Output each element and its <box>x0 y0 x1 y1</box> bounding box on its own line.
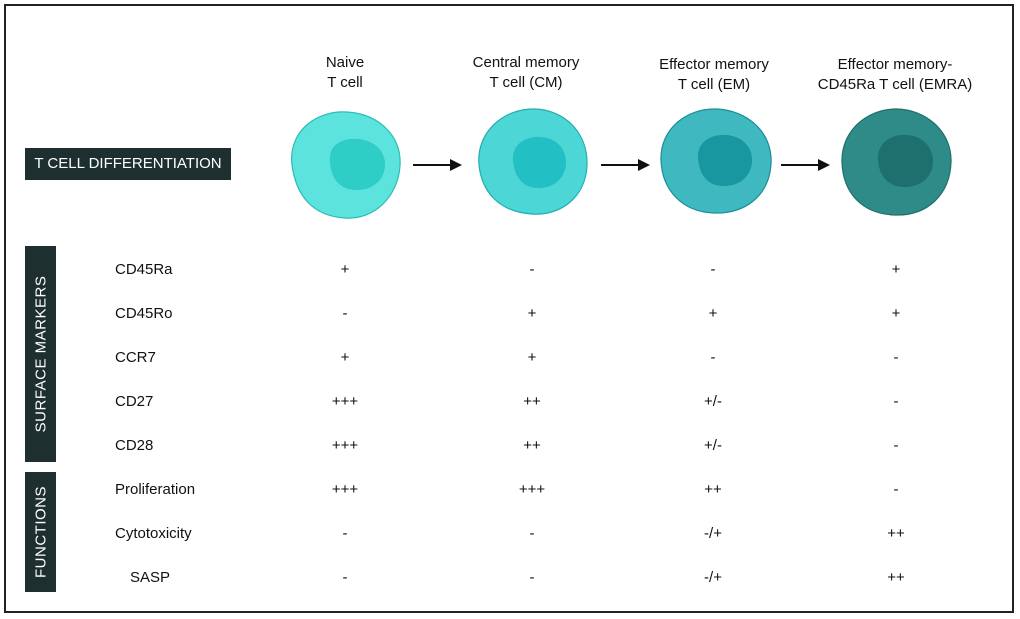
value-cytotoxicity-emra: ++ <box>887 525 905 542</box>
value-proliferation-central-memory: +++ <box>518 481 546 498</box>
row-label-ccr7: CCR7 <box>115 349 156 366</box>
value-cd45ro-effector-memory: + <box>708 305 718 322</box>
value-sasp-central-memory: - <box>529 569 535 586</box>
cell-naive <box>291 111 401 219</box>
cell-nucleus-central-memory <box>512 136 567 189</box>
value-cd27-effector-memory: +/- <box>704 393 722 410</box>
cell-effector-memory <box>660 108 772 214</box>
value-cd45ra-effector-memory: - <box>710 261 716 278</box>
t-cell-differentiation-label: T CELL DIFFERENTIATION <box>25 148 231 180</box>
value-cd27-naive: +++ <box>331 393 359 410</box>
surface-markers-label: SURFACE MARKERS <box>25 246 56 462</box>
cell-nucleus-emra <box>877 134 934 188</box>
value-cd45ra-emra: + <box>891 261 901 278</box>
value-sasp-effector-memory: -/+ <box>704 569 722 586</box>
value-cd45ro-central-memory: + <box>527 305 537 322</box>
row-label-proliferation: Proliferation <box>115 481 196 498</box>
value-cd28-effector-memory: +/- <box>704 437 722 454</box>
arrow-3 <box>781 159 830 171</box>
value-cd45ro-emra: + <box>891 305 901 322</box>
value-cd45ra-naive: + <box>340 261 350 278</box>
value-ccr7-effector-memory: - <box>710 349 716 366</box>
row-label-cd27: CD27 <box>115 393 154 410</box>
cell-emra <box>841 108 952 216</box>
value-cd45ra-central-memory: - <box>529 261 535 278</box>
value-cd45ro-naive: - <box>342 305 348 322</box>
value-cytotoxicity-central-memory: - <box>529 525 535 542</box>
value-proliferation-effector-memory: ++ <box>704 481 722 498</box>
value-ccr7-naive: + <box>340 349 350 366</box>
stage-title-emra: Effector memory-CD45Ra T cell (EMRA) <box>817 56 973 93</box>
value-proliferation-emra: - <box>893 481 899 498</box>
value-cytotoxicity-naive: - <box>342 525 348 542</box>
value-sasp-naive: - <box>342 569 348 586</box>
value-cd28-naive: +++ <box>331 437 359 454</box>
row-label-cytotoxicity: Cytotoxicity <box>115 525 192 542</box>
cell-nucleus-naive <box>329 138 386 191</box>
value-cd27-emra: - <box>893 393 899 410</box>
value-ccr7-central-memory: + <box>527 349 537 366</box>
value-cytotoxicity-effector-memory: -/+ <box>704 525 722 542</box>
cell-central-memory <box>478 108 588 215</box>
row-label-cd45ro: CD45Ro <box>115 305 173 322</box>
value-proliferation-naive: +++ <box>331 481 359 498</box>
arrow-1 <box>413 159 462 171</box>
cell-nucleus-effector-memory <box>697 134 753 187</box>
row-label-cd45ra: CD45Ra <box>115 261 173 278</box>
figure-frame <box>4 4 1014 613</box>
functions-label: FUNCTIONS <box>25 472 56 592</box>
value-ccr7-emra: - <box>893 349 899 366</box>
value-cd28-emra: - <box>893 437 899 454</box>
value-cd27-central-memory: ++ <box>523 393 541 410</box>
value-cd28-central-memory: ++ <box>523 437 541 454</box>
row-label-sasp: SASP <box>130 569 171 586</box>
arrow-2 <box>601 159 650 171</box>
value-sasp-emra: ++ <box>887 569 905 586</box>
row-label-cd28: CD28 <box>115 437 154 454</box>
